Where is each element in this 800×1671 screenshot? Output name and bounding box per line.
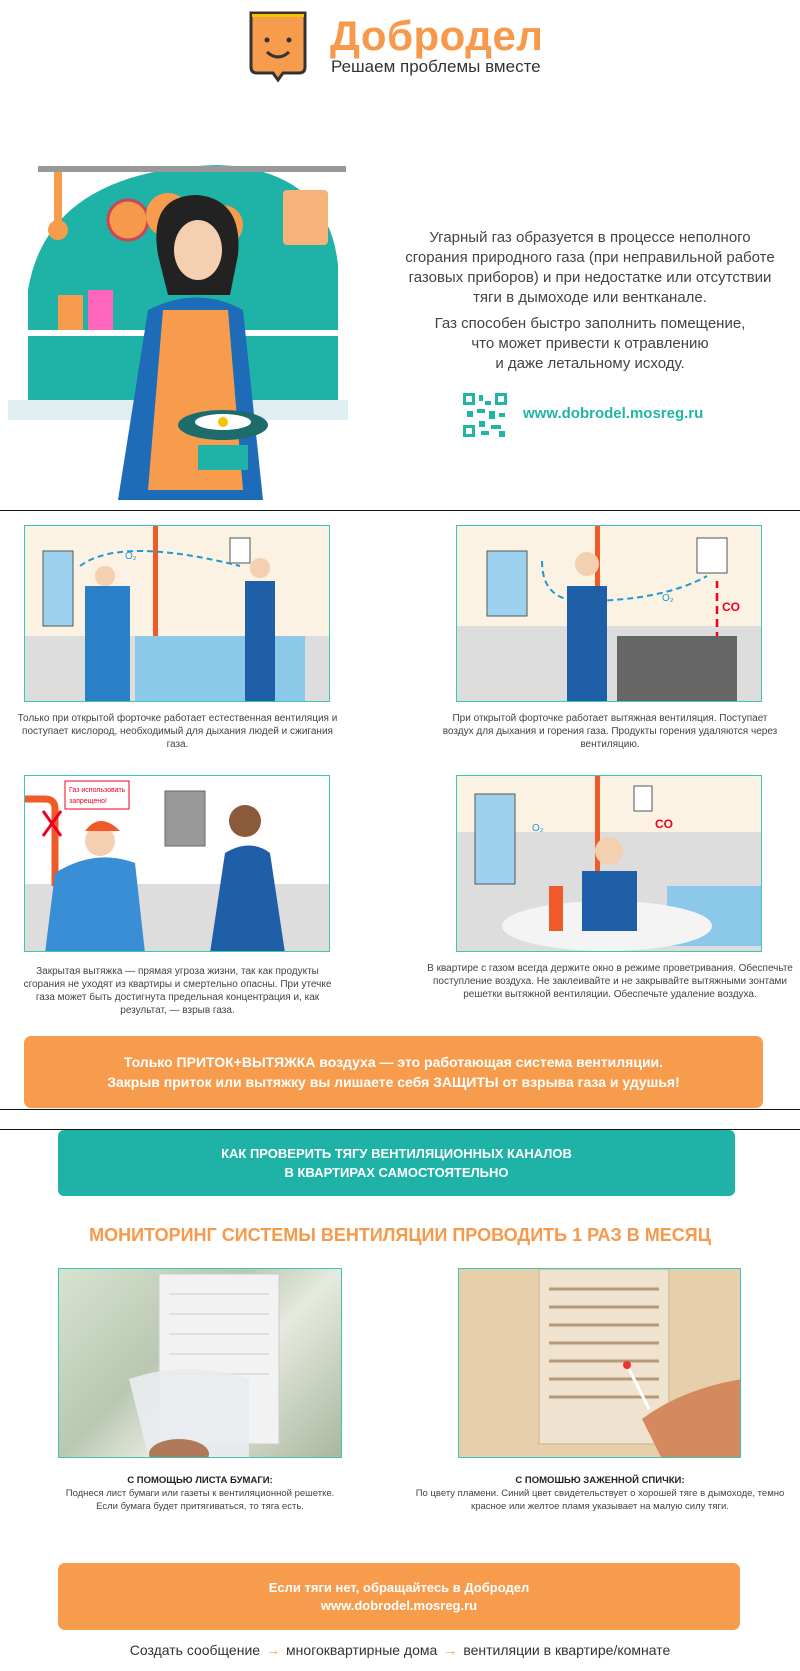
- arrow-right-icon: →: [266, 1642, 281, 1658]
- check-draft-heading: КАК ПРОВЕРИТЬ ТЯГУ ВЕНТИЛЯЦИОННЫХ КАНАЛО…: [58, 1130, 735, 1196]
- arrow-right-icon: →: [443, 1642, 458, 1658]
- svg-text:CO: CO: [655, 817, 673, 831]
- brand-name: Добродел: [330, 12, 544, 59]
- kitchen-illustration: [8, 160, 348, 505]
- svg-text:Газ использовать: Газ использовать: [69, 787, 126, 794]
- photo-paper-test: [58, 1268, 342, 1458]
- panel-caption: Только при открытой форточке работает ес…: [17, 713, 338, 750]
- svg-text:O₂: O₂: [125, 551, 137, 562]
- divider: [0, 1129, 800, 1130]
- path-step: многоквартирные дома: [286, 1642, 438, 1658]
- divider: [0, 510, 800, 511]
- dobrodel-logo: [248, 10, 308, 83]
- panel-natural-ventilation: O₂: [24, 525, 330, 702]
- website-link[interactable]: www.dobrodel.mosreg.ru: [523, 405, 704, 422]
- divider: [0, 1109, 800, 1110]
- panel-caption: При открытой форточке работает вытяжная …: [442, 713, 778, 750]
- panel-closed-exhaust: Газ использовать запрещено!: [24, 775, 330, 952]
- intro-text: Угарный газ образуется в процессе неполн…: [405, 229, 775, 372]
- monitoring-heading: МОНИТОРИНГ СИСТЕМЫ ВЕНТИЛЯЦИИ ПРОВОДИТЬ …: [89, 1225, 711, 1245]
- method-caption: С ПОМОЩЬЮ ЛИСТА БУМАГИ:Поднеся лист бума…: [65, 1475, 335, 1512]
- photo-match-test: [458, 1268, 741, 1458]
- path-step: вентиляции в квартире/комнате: [463, 1642, 671, 1658]
- ventilation-warning-banner: Только ПРИТОК+ВЫТЯЖКА воздуха — это рабо…: [24, 1036, 763, 1108]
- svg-text:CO: CO: [722, 600, 740, 614]
- svg-text:запрещено!: запрещено!: [69, 798, 107, 805]
- path-step: Создать сообщение: [129, 1642, 261, 1658]
- brand-tagline: Решаем проблемы вместе: [331, 57, 541, 76]
- method-caption: С ПОМОШЬЮ ЗАЖЕННОЙ СПИЧКИ:По цвету пламе…: [415, 1475, 785, 1512]
- qr-code-icon: [463, 393, 507, 437]
- panel-exhaust-ventilation: O₂ CO: [456, 525, 762, 702]
- navigation-path: Создать сообщение → многоквартирные дома → в…: [0, 1642, 800, 1658]
- svg-text:O₂: O₂: [532, 823, 544, 834]
- svg-text:O₂: O₂: [662, 593, 674, 604]
- panel-caption: Закрытая вытяжка — прямая угроза жизни, …: [23, 966, 332, 1016]
- panel-caption: В квартире с газом всегда держите окно в…: [427, 963, 793, 1000]
- panel-window-ventilation: O₂ CO: [456, 775, 762, 952]
